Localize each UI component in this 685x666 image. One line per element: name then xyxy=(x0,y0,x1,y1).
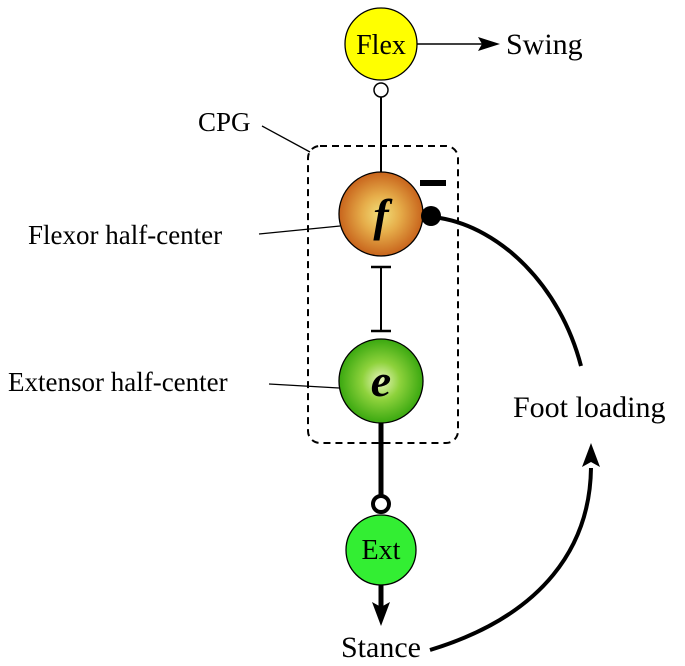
flexor-leader-line xyxy=(258,225,341,235)
foot-loading-label: Foot loading xyxy=(513,391,666,424)
cpg-leader-line xyxy=(261,125,311,153)
flex-node-label: Flex xyxy=(356,30,406,61)
excitatory-synapse-flex xyxy=(373,82,389,98)
cpg-box xyxy=(307,145,459,444)
inhibitory-synapse-flexor xyxy=(421,206,441,226)
swing-label: Swing xyxy=(506,28,583,61)
inhibition-minus-sign xyxy=(420,180,446,186)
extensor-half-center-symbol: e xyxy=(371,355,391,406)
foot-loading-arrowhead xyxy=(582,443,600,467)
extensor-half-center-label: Extensor half-center xyxy=(8,367,228,397)
stance-to-foot-loading-curve xyxy=(429,467,593,652)
cpg-label: CPG xyxy=(198,107,251,137)
extensor-leader-line xyxy=(268,383,340,389)
stance-label: Stance xyxy=(341,631,421,664)
flexor-half-center-label: Flexor half-center xyxy=(28,220,222,250)
flexor-half-center-symbol: f xyxy=(373,190,393,241)
foot-loading-to-flexor-curve xyxy=(439,216,583,367)
excitatory-synapse-ext xyxy=(371,494,391,514)
ext-node-label: Ext xyxy=(362,535,401,566)
stance-arrowhead xyxy=(372,602,390,626)
swing-arrowhead xyxy=(478,37,500,51)
